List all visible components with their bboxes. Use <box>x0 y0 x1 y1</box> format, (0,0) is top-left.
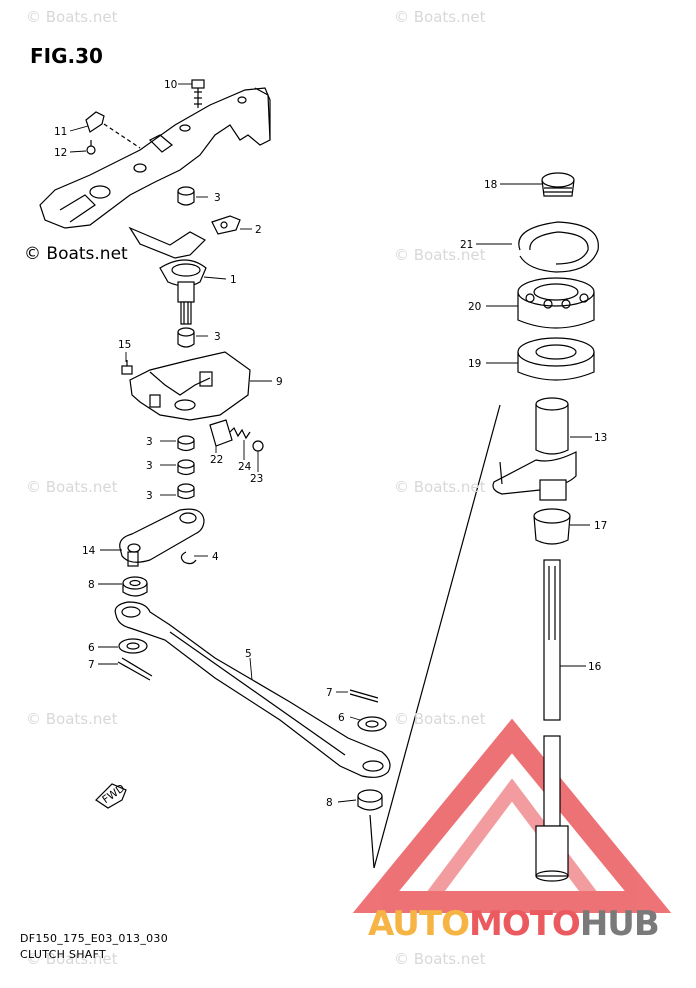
part-label: 20 <box>468 301 481 313</box>
part-17-bushing <box>533 508 571 545</box>
part-14-lever <box>119 508 205 567</box>
upper-bracket <box>39 87 271 229</box>
part-label: 11 <box>54 126 67 138</box>
part-13-clutch-cam <box>492 397 577 501</box>
brand-hub: HUB <box>579 904 660 944</box>
part-19-seal <box>517 337 595 381</box>
part-label: 14 <box>82 545 96 557</box>
boats-net-label: © Boats.net <box>24 244 128 264</box>
part-label: 7 <box>326 687 333 699</box>
part-21-circlip <box>518 221 599 273</box>
part-label: 1 <box>230 274 237 286</box>
part-7-cotter-pin-b <box>349 689 379 703</box>
part-6-washer-a <box>118 638 148 654</box>
part-3-bushing-e <box>177 483 195 500</box>
watermark: © Boats.net <box>26 8 118 26</box>
automotohub-logo: AUTOMOTOHUB <box>368 904 660 944</box>
part-22-pin <box>209 419 233 447</box>
part-3-bushing-a <box>177 186 195 206</box>
part-label: 2 <box>255 224 262 236</box>
part-5-link-rod <box>114 601 391 778</box>
part-label: 10 <box>164 79 177 91</box>
part-label: 21 <box>460 239 473 251</box>
watermark: © Boats.net <box>394 478 486 496</box>
part-9-housing <box>129 351 251 421</box>
part-label: 23 <box>250 473 263 485</box>
part-label: 18 <box>484 179 497 191</box>
part-label: 9 <box>276 376 283 388</box>
part-label: 19 <box>468 358 481 370</box>
watermark: © Boats.net <box>26 478 118 496</box>
part-7-cotter-pin-a <box>117 657 153 681</box>
part-11-clip <box>85 111 141 149</box>
part-10-bolt <box>191 79 205 108</box>
part-label: 24 <box>238 461 252 473</box>
part-label: 16 <box>588 661 602 673</box>
figure-code: DF150_175_E03_013_030 <box>20 932 169 945</box>
part-label: 15 <box>118 339 131 351</box>
figure-name: CLUTCH SHAFT <box>20 948 107 961</box>
brand-auto: AUTO <box>368 904 470 944</box>
part-label: 7 <box>88 659 95 671</box>
watermark: © Boats.net <box>394 710 486 728</box>
watermark: © Boats.net <box>394 8 486 26</box>
brand-moto: MOTO <box>468 904 581 944</box>
leader-lines <box>69 83 592 803</box>
part-label: 4 <box>212 551 219 563</box>
part-6-washer-b <box>357 716 387 732</box>
part-18-plug <box>541 172 575 197</box>
part-2-clip <box>211 215 241 235</box>
part-3-bushing-b <box>177 327 195 348</box>
part-8-collar-b <box>357 789 383 811</box>
part-24-spring <box>229 426 251 440</box>
part-1-shift-lever <box>128 226 207 325</box>
part-label: 6 <box>88 642 95 654</box>
part-label: 17 <box>594 520 607 532</box>
part-3-bushing-d <box>177 459 195 476</box>
part-label: 13 <box>594 432 607 444</box>
part-label: 3 <box>146 490 153 502</box>
part-label: 6 <box>338 712 345 724</box>
part-8-collar-a <box>122 576 148 597</box>
part-label: 3 <box>146 436 153 448</box>
part-15-screw <box>121 360 133 375</box>
part-label: 8 <box>88 579 95 591</box>
part-label: 12 <box>54 147 67 159</box>
part-label: 5 <box>245 648 252 660</box>
part-20-bearing <box>517 277 595 329</box>
part-label: 3 <box>214 192 221 204</box>
parts-drawing <box>39 79 599 882</box>
watermark: © Boats.net <box>26 950 118 968</box>
watermark: © Boats.net <box>26 710 118 728</box>
part-4-clip <box>180 551 197 565</box>
part-23-ball <box>252 440 264 452</box>
automotohub-triangle-logo <box>352 718 672 913</box>
part-16-clutch-shaft <box>535 559 569 882</box>
watermark: © Boats.net <box>394 246 486 264</box>
part-label: 8 <box>326 797 333 809</box>
watermark: © Boats.net <box>394 950 486 968</box>
part-label: 22 <box>210 454 223 466</box>
fwd-arrow-icon <box>95 783 127 809</box>
part-12-screw <box>86 140 96 155</box>
part-label: 3 <box>214 331 221 343</box>
part-3-bushing-c <box>177 435 195 452</box>
part-label: 3 <box>146 460 153 472</box>
figure-title: FIG.30 <box>30 44 103 68</box>
